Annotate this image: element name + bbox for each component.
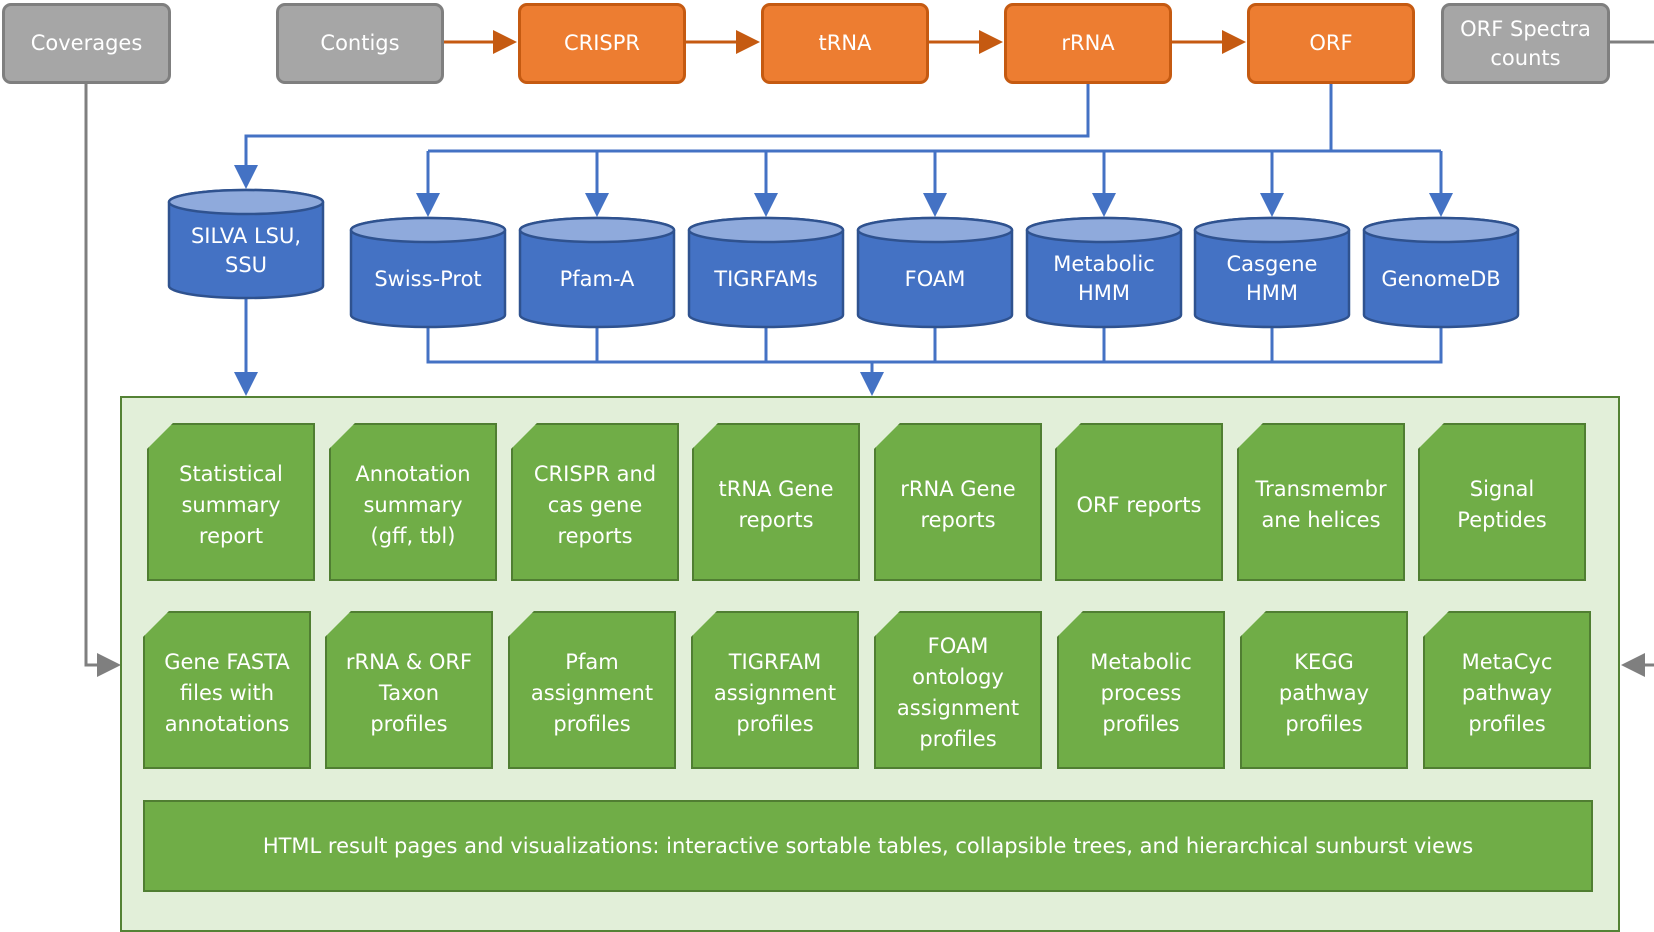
output-pfam-profiles: Pfam assignment profiles: [508, 611, 676, 769]
orf-step: ORF: [1247, 3, 1415, 84]
output-gene-fasta: Gene FASTA files with annotations: [143, 611, 311, 769]
output-metabolic-profiles: Metabolic process profiles: [1057, 611, 1225, 769]
output-kegg-profiles: KEGG pathway profiles: [1240, 611, 1408, 769]
silva-db-cylinder: [167, 188, 325, 300]
foam-db-cylinder: [856, 216, 1014, 329]
output-orf-reports: ORF reports: [1055, 423, 1223, 581]
foam-db-label: FOAM: [904, 266, 966, 291]
contigs-box: Contigs: [276, 3, 444, 84]
tigrfams-db-cylinder: [687, 216, 845, 329]
silva-db-label: SILVA LSU, SSU: [190, 224, 302, 277]
database-connectors: [234, 84, 1453, 396]
genomedb-db-label: GenomeDB: [1381, 266, 1501, 291]
orf-spectra-counts-box: ORF Spectra counts: [1441, 3, 1610, 84]
casgene-hmm-db-label: Casgene HMM: [1226, 252, 1318, 305]
output-metacyc-profiles: MetaCyc pathway profiles: [1423, 611, 1591, 769]
genomedb-db-cylinder: [1362, 216, 1520, 329]
metabolic-hmm-db-label: Metabolic HMM: [1053, 252, 1155, 305]
rrna-step: rRNA: [1004, 3, 1172, 84]
swissprot-db-cylinder: [349, 216, 507, 329]
output-taxon-profiles: rRNA & ORF Taxon profiles: [325, 611, 493, 769]
output-statistical-summary: Statistical summary report: [147, 423, 315, 581]
output-foam-profiles: FOAM ontology assignment profiles: [874, 611, 1042, 769]
side-arrows: [84, 40, 1654, 677]
pfama-db-cylinder: [518, 216, 676, 329]
pfama-db-label: Pfam-A: [559, 266, 635, 291]
output-trna-gene-reports: tRNA Gene reports: [692, 423, 860, 581]
connector-rrna-silva: [234, 84, 1090, 189]
swissprot-db-label: Swiss-Prot: [374, 266, 482, 291]
trna-step: tRNA: [761, 3, 929, 84]
casgene-hmm-db-cylinder: [1193, 216, 1351, 329]
crispr-step: CRISPR: [518, 3, 686, 84]
coverages-box: Coverages: [2, 3, 171, 84]
database-cylinders: [167, 188, 1520, 329]
output-tigrfam-profiles: TIGRFAM assignment profiles: [691, 611, 859, 769]
output-rrna-gene-reports: rRNA Gene reports: [874, 423, 1042, 581]
arrow-coverages-outputs: [84, 84, 121, 677]
output-transmembrane-helices: Transmembr ane helices: [1237, 423, 1405, 581]
arrow-spectra-outputs: [1610, 40, 1654, 677]
output-crispr-cas-reports: CRISPR and cas gene reports: [511, 423, 679, 581]
tigrfams-db-label: TIGRFAMs: [714, 266, 818, 291]
output-signal-peptides: Signal Peptides: [1418, 423, 1586, 581]
html-results-bar: HTML result pages and visualizations: in…: [143, 800, 1593, 892]
metabolic-hmm-db-cylinder: [1025, 216, 1183, 329]
output-annotation-summary: Annotation summary (gff, tbl): [329, 423, 497, 581]
